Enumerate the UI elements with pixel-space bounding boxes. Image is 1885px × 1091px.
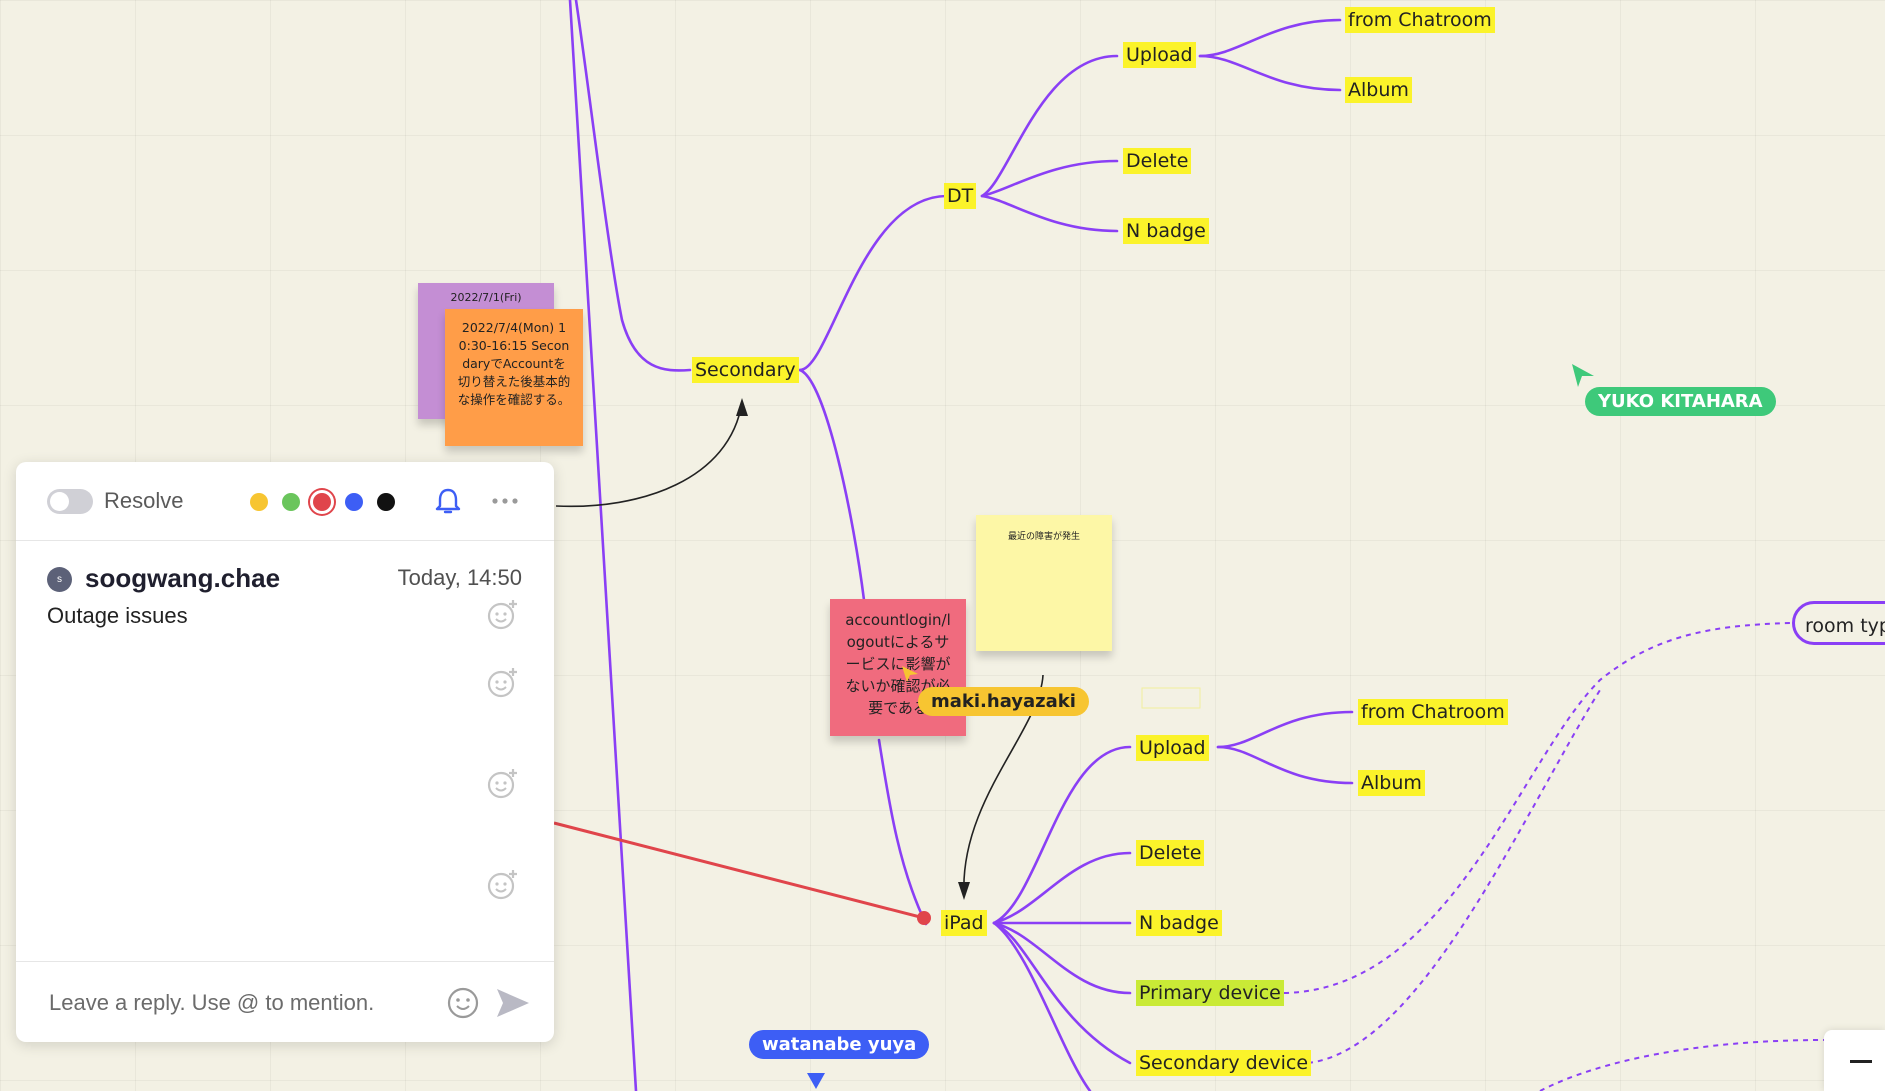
branch-line [574,0,692,372]
node-secondary[interactable]: Secondary [692,357,799,383]
sticky-note-yellow[interactable]: 最近の障害が発生 [976,515,1112,651]
bell-icon[interactable] [432,485,464,517]
more-options-icon[interactable] [488,486,522,516]
color-yellow[interactable] [250,493,268,511]
reply-area [16,961,554,1043]
node-ipad[interactable]: iPad [941,910,987,936]
add-reaction-icon[interactable] [486,767,520,801]
sticky-text: 2022/7/4(Mon) 10:30-16:15 SecondaryでAcco… [457,320,571,407]
branch-line [992,851,1132,925]
comment-panel: Resolve s soogwang.chae Today, 14:50 Out… [16,462,554,1042]
node-dt-delete[interactable]: Delete [1123,148,1192,174]
connector-endpoint [917,911,931,925]
sticky-text: 最近の障害が発生 [1007,532,1080,542]
color-red[interactable] [313,493,331,511]
branch-line [980,159,1119,198]
send-icon[interactable] [495,986,531,1020]
black-connector [555,401,743,508]
branch-line [798,368,866,602]
branch-line [992,921,1132,1065]
minus-icon [1850,1060,1872,1063]
branch-line [798,194,949,372]
branch-line [568,0,638,1091]
dashed-link [1539,1039,1825,1091]
color-blue[interactable] [345,493,363,511]
node-dt-n-badge[interactable]: N badge [1123,218,1209,244]
node-ipad-n-badge[interactable]: N badge [1136,910,1222,936]
branch-line [992,921,1092,1091]
cursor-label-watanabe: watanabe yuya [749,1030,930,1059]
cursor-arrow-icon [902,666,918,682]
dashed-link [1283,622,1793,994]
branch-line [992,921,1132,995]
arrowhead-icon [736,398,748,416]
avatar: s [47,567,72,592]
cursor-label-yuko: YUKO KITAHARA [1585,387,1776,416]
node-ipad-from-chatroom[interactable]: from Chatroom [1358,699,1508,725]
node-ipad-upload[interactable]: Upload [1136,735,1209,761]
comment-timestamp: Today, 14:50 [397,565,522,590]
node-dt[interactable]: DT [944,183,977,209]
branch-line [1198,54,1342,92]
node-secondary-device[interactable]: Secondary device [1136,1050,1312,1076]
branch-line [1198,18,1342,58]
node-room-type[interactable]: room type [1792,601,1885,645]
add-reaction-icon[interactable] [486,868,520,902]
branch-line [992,745,1132,925]
placeholder-node [1141,687,1201,709]
node-dt-from-chatroom[interactable]: from Chatroom [1345,7,1495,33]
node-primary-device[interactable]: Primary device [1136,980,1284,1006]
color-black[interactable] [377,493,395,511]
arrowhead-icon [958,882,970,900]
resolve-toggle[interactable] [47,489,93,514]
node-dt-album[interactable]: Album [1345,77,1412,103]
add-reaction-icon[interactable] [486,666,520,700]
sticky-note-orange[interactable]: 2022/7/4(Mon) 10:30-16:15 SecondaryでAcco… [445,309,583,446]
sticky-text: accountlogin/logoutによるサービスに影響がないか確認が必要であ… [845,611,951,717]
node-dt-upload[interactable]: Upload [1123,42,1196,68]
color-green[interactable] [282,493,300,511]
red-connector [553,821,925,920]
reply-input[interactable] [47,982,431,1024]
sticky-date: 2022/7/1(Fri) [450,291,522,304]
cursor-arrow-icon [1572,364,1594,387]
node-ipad-delete[interactable]: Delete [1136,840,1205,866]
dashed-link [1307,689,1601,1064]
comment-toolbar: Resolve [16,462,554,541]
node-ipad-album[interactable]: Album [1358,770,1425,796]
branch-line [877,738,928,926]
cursor-label-maki: maki.hayazaki [918,687,1089,716]
cursor-arrow-icon [807,1073,825,1089]
branch-line [980,54,1119,198]
branch-line [1216,710,1354,749]
branch-line [1216,745,1354,785]
sticky-note-red[interactable]: accountlogin/logoutによるサービスに影響がないか確認が必要であ… [830,599,966,736]
comment-text: Outage issues [47,603,188,628]
branch-line [980,194,1119,233]
zoom-out-button[interactable] [1824,1030,1885,1091]
resolve-label: Resolve [104,488,184,513]
emoji-icon[interactable] [446,986,480,1020]
comment-author: soogwang.chae [85,563,281,593]
add-reaction-icon[interactable] [486,598,520,632]
